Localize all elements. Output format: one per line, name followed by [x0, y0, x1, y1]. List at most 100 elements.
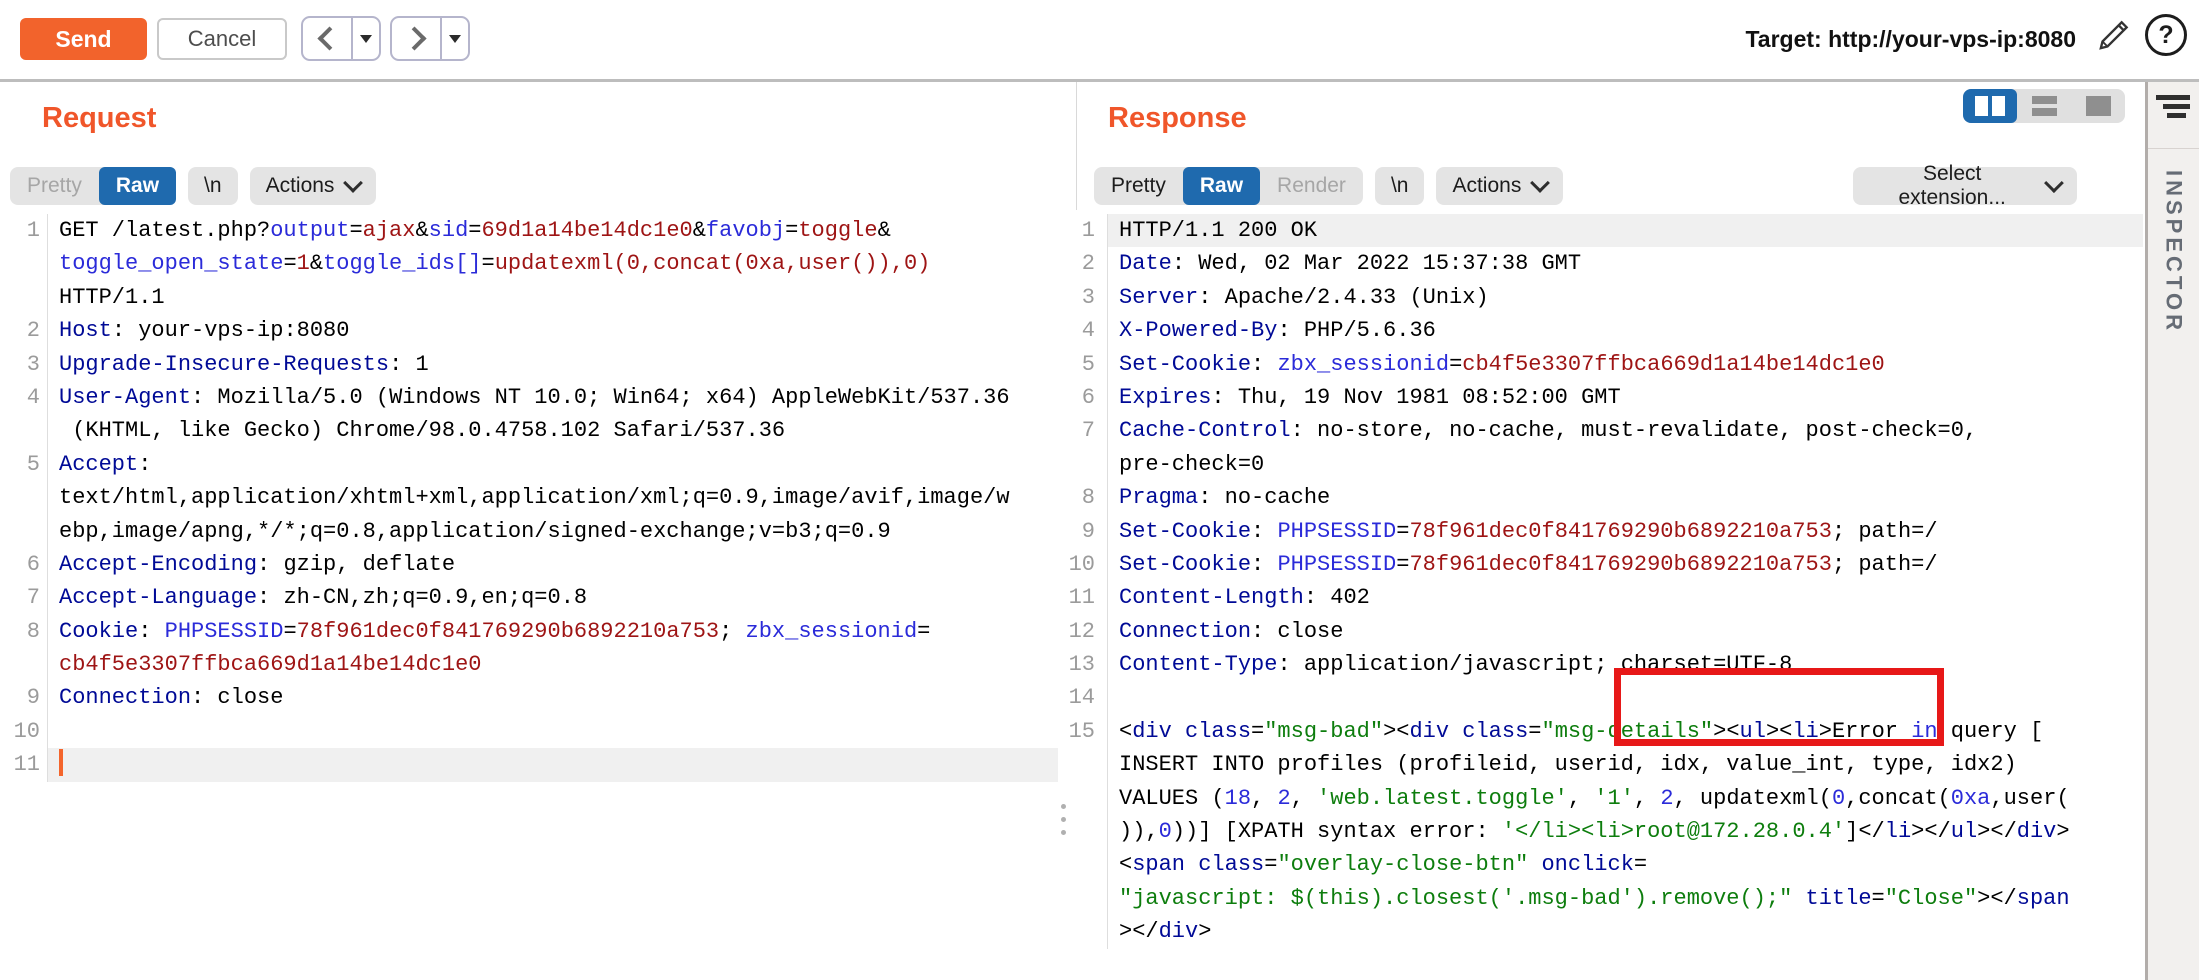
line-text[interactable]: Cookie: PHPSESSID=78f961dec0f841769290b6… — [59, 618, 931, 644]
line-text[interactable]: Accept: — [59, 451, 152, 477]
line-number: 11 — [1058, 581, 1108, 615]
line-text[interactable]: INSERT INTO profiles (profileid, userid,… — [1119, 752, 2017, 778]
line-text[interactable]: )),0))] [XPATH syntax error: '</li><li>r… — [1119, 819, 2070, 845]
line-number — [1058, 915, 1108, 949]
back-dropdown-arrow-icon[interactable] — [353, 18, 379, 59]
line-text[interactable] — [48, 715, 1058, 748]
response-view-tabs: Pretty Raw Render — [1094, 167, 1363, 205]
response-newline-button[interactable]: \n — [1374, 167, 1425, 205]
line-text[interactable]: Accept-Language: zh-CN,zh;q=0.9,en;q=0.8 — [59, 585, 588, 611]
editor-row: pre-check=0 — [1058, 447, 2143, 482]
line-number — [0, 414, 48, 448]
back-icon[interactable] — [303, 18, 353, 59]
line-text[interactable]: Server: Apache/2.4.33 (Unix) — [1119, 284, 1489, 310]
line-text[interactable]: "javascript: $(this).closest('.msg-bad')… — [1119, 885, 2070, 911]
line-text[interactable]: ></div> — [1119, 919, 1212, 945]
line-text[interactable]: Host: your-vps-ip:8080 — [59, 318, 350, 344]
inspector-label[interactable]: INSPECTOR — [2161, 170, 2187, 334]
pane-splitter-handle[interactable] — [1061, 804, 1066, 835]
tab-raw[interactable]: Raw — [1182, 167, 1261, 205]
line-text[interactable]: HTTP/1.1 200 OK — [1108, 214, 2143, 248]
sidebar-divider — [2148, 148, 2199, 149]
editor-row: 4 User-Agent: Mozilla/5.0 (Windows NT 10.… — [0, 380, 1058, 415]
line-text[interactable]: VALUES (18, 2, 'web.latest.toggle', '1',… — [1119, 785, 2070, 811]
line-text[interactable]: ebp,image/apng,*/*;q=0.8,application/sig… — [59, 518, 891, 544]
line-number: 12 — [1058, 614, 1108, 649]
line-number — [0, 514, 48, 548]
line-text[interactable]: Accept-Encoding: gzip, deflate — [59, 551, 456, 577]
line-text[interactable]: Content-Length: 402 — [1119, 585, 1370, 611]
line-number — [0, 648, 48, 682]
line-text[interactable]: cb4f5e3307ffbca669d1a14be14dc1e0 — [59, 652, 482, 678]
line-number — [1058, 848, 1108, 882]
line-text[interactable]: Connection: close — [59, 685, 284, 711]
request-newline-button[interactable]: \n — [188, 167, 238, 205]
line-text[interactable]: Pragma: no-cache — [1119, 485, 1331, 511]
request-actions-button[interactable]: Actions — [249, 167, 377, 205]
line-number: 4 — [0, 380, 48, 415]
line-number: 5 — [0, 447, 48, 482]
line-text[interactable]: HTTP/1.1 — [59, 284, 165, 310]
edit-target-pencil-icon[interactable] — [2095, 14, 2135, 54]
help-icon[interactable]: ? — [2145, 14, 2187, 56]
line-number: 13 — [1058, 648, 1108, 682]
back-button[interactable] — [301, 16, 381, 61]
layout-columns-button[interactable] — [1963, 89, 2017, 123]
tab-raw[interactable]: Raw — [98, 167, 177, 205]
layout-rows-button[interactable] — [2017, 89, 2071, 123]
editor-row: ebp,image/apng,*/*;q=0.8,application/sig… — [0, 514, 1058, 548]
line-number: 10 — [0, 714, 48, 749]
line-text[interactable]: pre-check=0 — [1119, 451, 1265, 477]
forward-button[interactable] — [390, 16, 470, 61]
line-text[interactable]: Cache-Control: no-store, no-cache, must-… — [1119, 418, 1978, 444]
editor-row: 14 — [1058, 681, 2143, 715]
line-text[interactable]: Date: Wed, 02 Mar 2022 15:37:38 GMT — [1119, 251, 1582, 277]
line-text[interactable] — [48, 748, 1058, 782]
line-text[interactable]: Upgrade-Insecure-Requests: 1 — [59, 351, 429, 377]
editor-row: "javascript: $(this).closest('.msg-bad')… — [1058, 881, 2143, 916]
line-text[interactable]: Set-Cookie: zbx_sessionid=cb4f5e3307ffbc… — [1119, 351, 1885, 377]
send-button[interactable]: Send — [20, 18, 147, 60]
line-text[interactable]: Expires: Thu, 19 Nov 1981 08:52:00 GMT — [1119, 384, 1621, 410]
editor-row: 9 Connection: close — [0, 681, 1058, 715]
response-actions-button[interactable]: Actions — [1436, 167, 1564, 205]
line-number: 9 — [0, 681, 48, 715]
line-text[interactable]: GET /latest.php?output=ajax&sid=69d1a14b… — [59, 218, 891, 243]
layout-single-button[interactable] — [2071, 89, 2125, 123]
line-number: 9 — [1058, 514, 1108, 548]
line-text[interactable]: toggle_open_state=1&toggle_ids[]=updatex… — [59, 251, 931, 277]
line-number: 8 — [1058, 481, 1108, 515]
select-extension-dropdown[interactable]: Select extension... — [1853, 162, 2077, 209]
line-number: 6 — [1058, 380, 1108, 415]
line-text[interactable]: X-Powered-By: PHP/5.6.36 — [1119, 318, 1436, 344]
line-text[interactable]: (KHTML, like Gecko) Chrome/98.0.4758.102… — [59, 418, 786, 444]
line-text[interactable]: Set-Cookie: PHPSESSID=78f961dec0f8417692… — [1119, 551, 1938, 577]
tab-pretty[interactable]: Pretty — [1111, 174, 1166, 197]
cancel-button[interactable]: Cancel — [157, 18, 287, 60]
forward-icon[interactable] — [392, 18, 442, 59]
line-text[interactable]: User-Agent: Mozilla/5.0 (Windows NT 10.0… — [59, 384, 1010, 410]
line-text[interactable]: Connection: close — [1119, 618, 1344, 644]
editor-row: 5 Accept: — [0, 447, 1058, 482]
line-number: 5 — [1058, 347, 1108, 381]
editor-row: cb4f5e3307ffbca669d1a14be14dc1e0 — [0, 648, 1058, 682]
inspector-filter-icon[interactable] — [2156, 95, 2190, 118]
layout-toggle-group — [1963, 89, 2125, 123]
line-number — [1058, 815, 1108, 849]
forward-dropdown-arrow-icon[interactable] — [442, 18, 468, 59]
line-text[interactable]: text/html,application/xhtml+xml,applicat… — [59, 485, 1010, 511]
line-text[interactable]: Set-Cookie: PHPSESSID=78f961dec0f8417692… — [1119, 518, 1938, 544]
tab-render: Render — [1277, 174, 1346, 197]
line-text[interactable]: <span class="overlay-close-btn" onclick= — [1119, 852, 1648, 878]
layout-rows-icon — [2031, 96, 2057, 116]
editor-row: 11 Content-Length: 402 — [1058, 581, 2143, 615]
